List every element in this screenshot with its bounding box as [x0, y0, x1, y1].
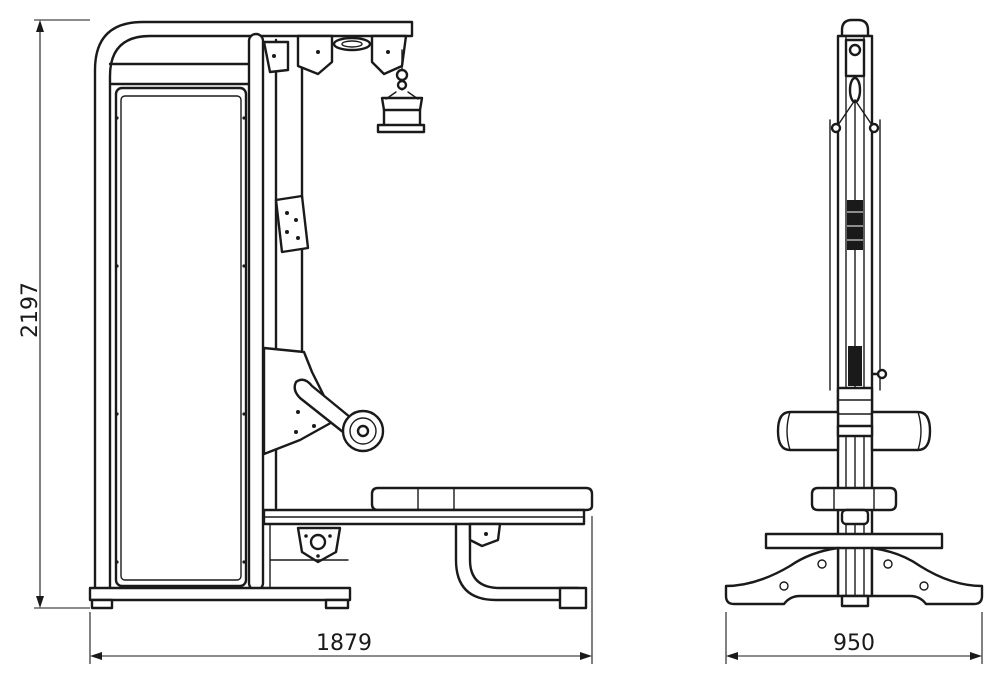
seat-front	[810, 486, 898, 512]
top-cap	[840, 18, 870, 38]
upright-bracket	[262, 40, 290, 74]
frame-outer-upright	[93, 20, 414, 592]
seat-pad	[370, 486, 594, 512]
pulley-wheel	[332, 36, 372, 52]
base-foot-left	[724, 546, 840, 606]
support-leg	[454, 522, 580, 602]
front-upright	[247, 32, 265, 592]
weight-stack-shroud	[114, 86, 248, 588]
dimension-depth: 1879	[89, 516, 593, 664]
pulley-bracket-right	[370, 34, 408, 76]
base-foot-right	[870, 546, 984, 606]
side-view	[88, 20, 594, 610]
cable-handle	[380, 96, 424, 112]
front-crossbar	[764, 532, 944, 550]
width-dimension-label: 950	[833, 631, 875, 656]
depth-dimension-label: 1879	[316, 631, 372, 656]
roller-pad-right	[870, 410, 932, 452]
shroud-bolts	[115, 116, 246, 564]
base-rail	[88, 586, 352, 602]
dimension-height: 2197	[18, 19, 90, 609]
selector-block	[847, 200, 863, 250]
pulley-bracket-left	[296, 34, 334, 76]
adjustment-plate	[274, 194, 310, 254]
height-dimension-label: 2197	[18, 282, 43, 338]
dimension-width: 950	[725, 612, 983, 664]
front-foot	[558, 586, 588, 610]
front-view	[724, 18, 984, 608]
